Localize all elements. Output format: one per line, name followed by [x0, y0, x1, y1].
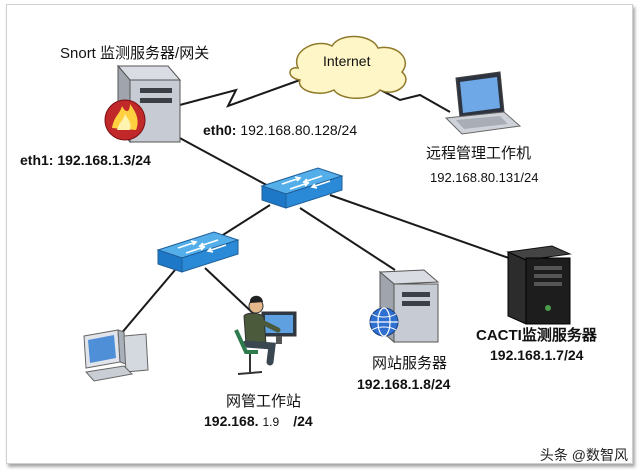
eth1-label: eth1: 192.168.1.3/24	[20, 152, 151, 168]
cable-access-admin	[204, 267, 256, 316]
remote-workstation-ip: 192.168.80.131/24	[430, 170, 539, 185]
admin-person-icon	[234, 295, 297, 375]
laptop-icon	[444, 71, 522, 135]
access-switch-icon	[156, 231, 240, 273]
web-server-ip: 192.168.1.8/24	[357, 376, 451, 392]
cable-access-pc	[119, 269, 176, 336]
snort-server-firewall-icon	[104, 64, 182, 144]
admin-ip-part-a: 192.168.	[204, 413, 259, 429]
cacti-server-icon	[506, 245, 572, 325]
cable-coreswitch-cacti	[329, 194, 521, 263]
web-server-icon	[369, 269, 440, 344]
cable-coreswitch-accessswitch	[214, 204, 271, 241]
watermark: 头条 @数智风	[539, 447, 628, 463]
snort-server-label: Snort 监测服务器/网关	[60, 45, 210, 62]
admin-workstation-ip: 192.168.1.9/24	[204, 413, 313, 429]
cacti-server-ip: 192.168.1.7/24	[490, 347, 584, 363]
cacti-server-label: CACTI监测服务器	[476, 327, 597, 344]
cable-snort-internet	[175, 79, 301, 108]
eth0-ip: 192.168.80.128/24	[240, 122, 358, 138]
cable-snort-coreswitch	[164, 129, 286, 196]
eth1-prefix: eth1:	[20, 152, 54, 168]
admin-ip-part-c: /24	[293, 413, 313, 429]
internet-label: Internet	[323, 53, 371, 69]
eth0-prefix: eth0:	[203, 122, 237, 138]
cable-coreswitch-webserver	[299, 207, 396, 271]
desktop-pc-icon	[83, 329, 149, 382]
internet-cloud-icon	[289, 35, 407, 99]
admin-workstation-label: 网管工作站	[226, 393, 302, 410]
admin-ip-part-b: 1.9	[262, 415, 280, 429]
eth1-ip: 192.168.1.3/24	[57, 152, 151, 168]
core-switch-icon	[260, 167, 344, 209]
web-server-label: 网站服务器	[372, 355, 448, 372]
remote-workstation-label: 远程管理工作机	[426, 145, 532, 162]
eth0-label: eth0: 192.168.80.128/24	[203, 122, 357, 138]
